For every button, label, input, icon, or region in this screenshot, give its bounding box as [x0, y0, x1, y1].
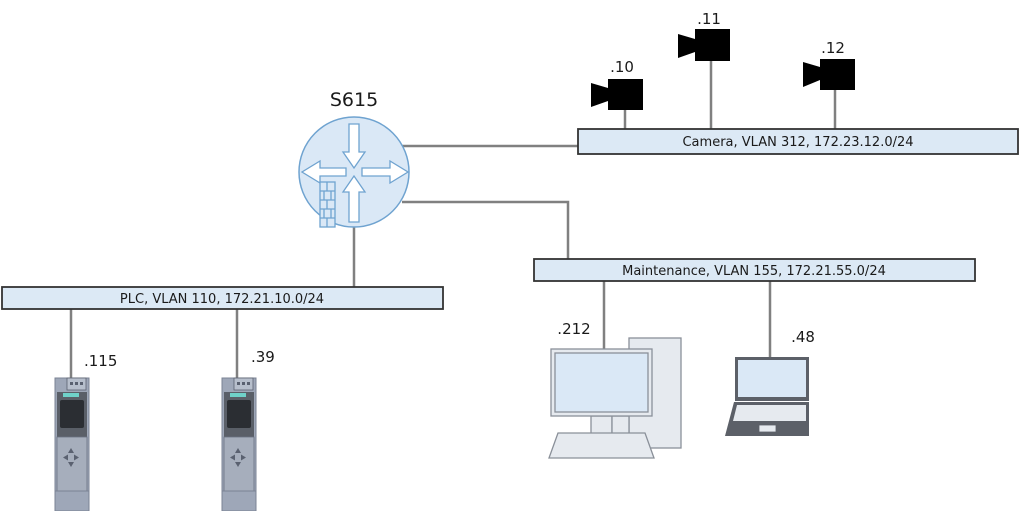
network-label-camera: Camera, VLAN 312, 172.23.12.0/24 — [682, 135, 913, 150]
video-camera-icon — [591, 79, 643, 110]
plc-address: .115 — [84, 352, 117, 370]
laptop-address: .48 — [791, 328, 815, 346]
network-label-plc: PLC, VLAN 110, 172.21.10.0/24 — [120, 292, 324, 307]
camera-address: .11 — [697, 10, 721, 28]
plc-address: .39 — [251, 348, 275, 366]
camera-11[interactable]: .11 — [678, 10, 730, 61]
plc-39[interactable]: .39 — [221, 348, 275, 511]
video-camera-icon — [803, 59, 855, 90]
network-label-maintenance: Maintenance, VLAN 155, 172.21.55.0/24 — [622, 264, 886, 279]
laptop-48[interactable]: .48 — [725, 328, 815, 436]
laptop-icon — [725, 357, 809, 436]
router-name: S615 — [330, 89, 378, 111]
links — [69, 60, 837, 380]
link-router-maintenance — [402, 200, 570, 261]
plc-115[interactable]: .115 — [54, 352, 117, 511]
plc-icon — [221, 377, 257, 511]
router-arrows-icon — [300, 123, 410, 223]
network-bus-maintenance[interactable]: Maintenance, VLAN 155, 172.21.55.0/24 — [533, 258, 976, 282]
camera-address: .10 — [610, 58, 634, 76]
firewall-icon — [319, 181, 336, 228]
camera-10[interactable]: .10 — [591, 58, 643, 110]
desktop-computer-icon — [548, 337, 682, 459]
plc-icon — [54, 377, 90, 511]
desktop-address: .212 — [557, 320, 590, 338]
router-s615[interactable]: S615 — [298, 89, 410, 228]
network-bus-camera[interactable]: Camera, VLAN 312, 172.23.12.0/24 — [577, 128, 1019, 155]
desktop-212[interactable]: .212 — [548, 320, 682, 459]
network-bus-plc[interactable]: PLC, VLAN 110, 172.21.10.0/24 — [1, 286, 444, 310]
camera-12[interactable]: .12 — [803, 39, 855, 90]
camera-address: .12 — [821, 39, 845, 57]
video-camera-icon — [678, 29, 730, 61]
